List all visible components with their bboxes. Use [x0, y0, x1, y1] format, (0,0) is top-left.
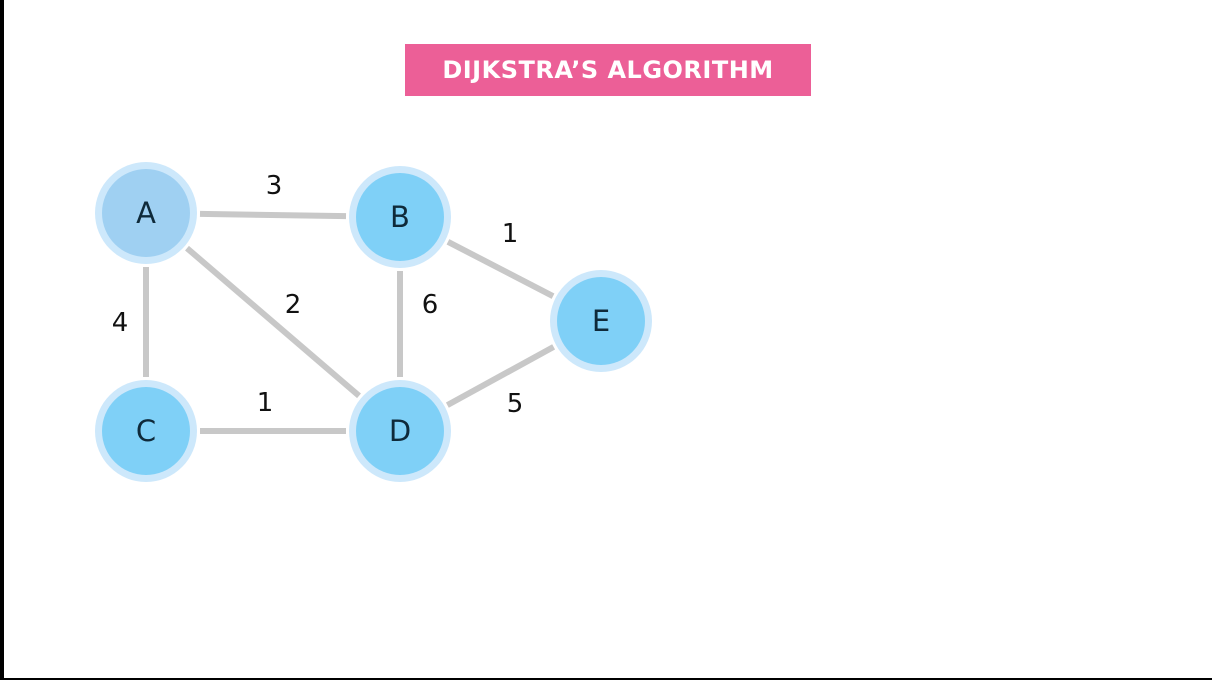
- edge-weight-C-D: 1: [257, 388, 274, 418]
- node-label-C: C: [136, 414, 156, 448]
- edge-weight-A-B: 3: [266, 171, 283, 201]
- node-label-D: D: [389, 414, 411, 448]
- node-label-B: B: [390, 200, 410, 234]
- node-C: C: [95, 380, 197, 482]
- node-circle-A: [102, 169, 190, 257]
- edge-weight-B-E: 1: [502, 219, 519, 249]
- edge-weight-D-E: 5: [507, 389, 524, 419]
- edge-labels-layer: 3 4 2 6 1 1 5: [112, 171, 524, 419]
- nodes-layer: A B C D E: [95, 162, 652, 482]
- edge-weight-A-D: 2: [285, 290, 302, 320]
- node-circle-B: [356, 173, 444, 261]
- node-D: D: [349, 380, 451, 482]
- node-circle-C: [102, 387, 190, 475]
- edge-D-E: [445, 344, 556, 408]
- edge-B-E: [446, 239, 555, 299]
- edges-layer: [143, 210, 556, 434]
- edge-A-B: [199, 210, 347, 220]
- node-label-A: A: [136, 196, 156, 230]
- diagram-title: DIJKSTRA’S ALGORITHM: [442, 56, 774, 84]
- edge-weight-A-C: 4: [112, 308, 129, 338]
- edge-weight-B-D: 6: [422, 290, 439, 320]
- node-circle-E: [557, 277, 645, 365]
- node-E: E: [550, 270, 652, 372]
- node-B: B: [349, 166, 451, 268]
- node-label-E: E: [592, 304, 610, 338]
- node-A: A: [95, 162, 197, 264]
- node-circle-D: [356, 387, 444, 475]
- edge-A-D: [185, 245, 361, 399]
- title-banner: DIJKSTRA’S ALGORITHM: [405, 44, 811, 96]
